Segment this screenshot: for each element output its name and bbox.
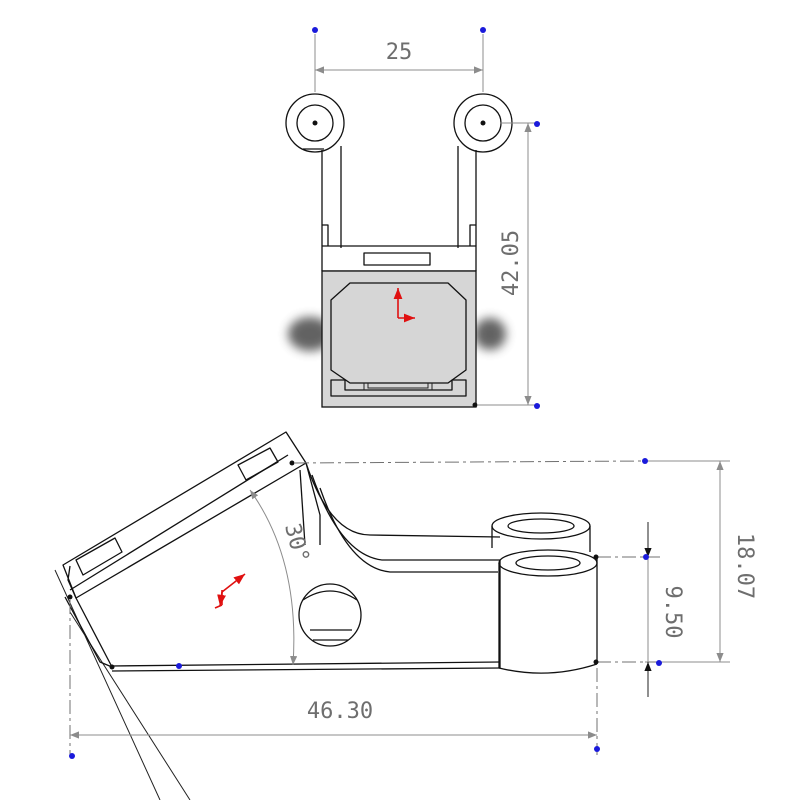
- tray-left-tab: [75, 537, 123, 576]
- crossbar-slot: [363, 252, 431, 266]
- anchor-point[interactable]: [594, 746, 600, 752]
- arm[interactable]: [305, 462, 501, 668]
- rear-boss[interactable]: [491, 512, 591, 552]
- left-eyelet[interactable]: [285, 93, 345, 248]
- tray-right-tab: [237, 447, 279, 481]
- dimension-value-9-50: 9.50: [660, 586, 685, 639]
- dimension-overall-height[interactable]: 18.07: [294, 458, 757, 663]
- anchor-point[interactable]: [176, 663, 182, 669]
- angled-tray[interactable]: [62, 431, 501, 672]
- dimension-top-height[interactable]: 42.05: [472, 121, 541, 409]
- top-view-shadow: [288, 317, 332, 351]
- dimension-side-length[interactable]: 46.30: [69, 600, 600, 759]
- end-point: [109, 664, 115, 670]
- anchor-point[interactable]: [656, 660, 662, 666]
- side-view[interactable]: 30° 46.30 18.07 9.50: [54, 431, 757, 800]
- housing-cavity: [330, 282, 467, 384]
- dimension-value-42-05: 42.05: [499, 230, 524, 296]
- top-view-shadow-right: [474, 318, 506, 350]
- anchor-point[interactable]: [642, 458, 648, 464]
- end-point: [67, 594, 73, 600]
- end-point: [593, 659, 599, 665]
- dimension-boss-height[interactable]: 9.50: [593, 522, 686, 697]
- background-edge-line: [54, 569, 191, 800]
- housing-lip: [330, 379, 467, 397]
- dimension-angle[interactable]: 30°: [249, 489, 313, 666]
- top-view-axis-triad: [393, 288, 415, 323]
- side-through-hole[interactable]: [298, 583, 362, 647]
- anchor-point[interactable]: [643, 554, 649, 560]
- anchor-point[interactable]: [312, 27, 318, 33]
- dimension-value-46-30: 46.30: [307, 699, 373, 724]
- anchor-point[interactable]: [480, 27, 486, 33]
- right-eyelet[interactable]: [453, 93, 513, 248]
- anchor-point[interactable]: [534, 403, 540, 409]
- side-view-axis-triad: [214, 573, 246, 609]
- dimension-value-25: 25: [386, 40, 413, 65]
- end-point: [289, 460, 295, 466]
- housing-tab: [363, 383, 433, 390]
- end-point: [593, 554, 599, 560]
- dimension-value-30-deg: 30°: [279, 521, 313, 566]
- front-boss[interactable]: [498, 549, 598, 674]
- dimension-top-width[interactable]: 25: [312, 27, 486, 92]
- top-view[interactable]: 25 42.05: [285, 27, 541, 409]
- anchor-point[interactable]: [69, 753, 75, 759]
- end-point: [472, 402, 478, 408]
- anchor-point[interactable]: [534, 121, 540, 127]
- dimension-value-18-07: 18.07: [732, 533, 757, 599]
- crossbar[interactable]: [321, 245, 477, 272]
